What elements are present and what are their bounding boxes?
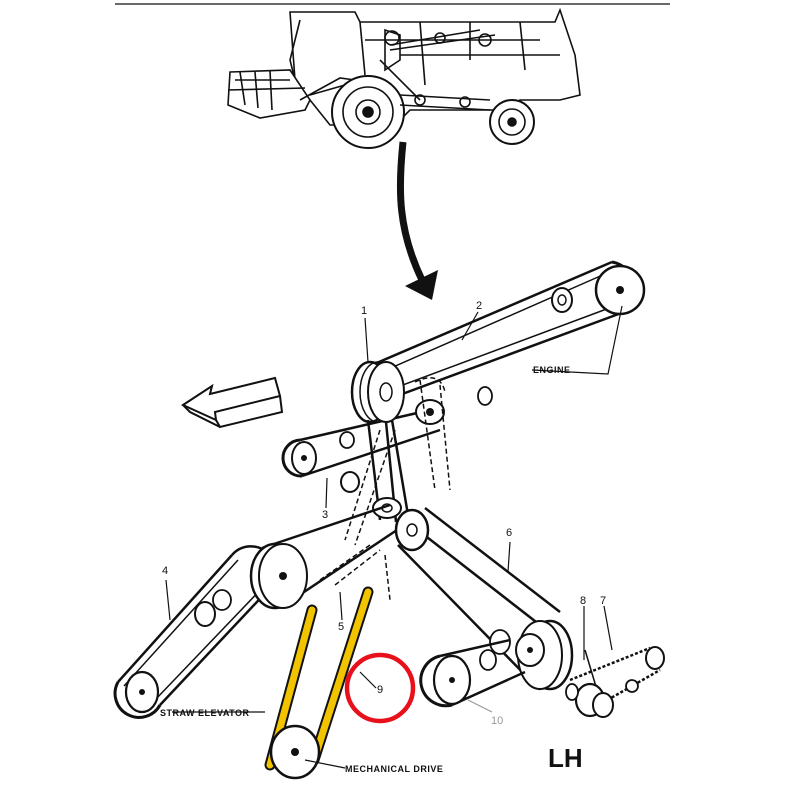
pulley-10 (432, 649, 497, 706)
combine-harvester-icon (115, 3, 670, 149)
engine-pulley (594, 264, 646, 316)
mechanical-drive-label: MECHANICAL DRIVE (345, 764, 443, 774)
straw-elevator-pulley (124, 589, 232, 714)
straw-elevator-label: STRAW ELEVATOR (160, 708, 250, 718)
direction-arrow-icon (180, 376, 284, 429)
curved-down-arrow-icon (396, 141, 438, 300)
label-6: 6 (506, 527, 512, 539)
label-1: 1 (361, 305, 367, 317)
large-pulley-5 (249, 542, 308, 610)
label-2: 2 (476, 300, 482, 312)
idler-pulley-top (551, 287, 573, 313)
pulley-6-top (394, 508, 430, 552)
belt-6 (397, 507, 561, 691)
engine-label: ENGINE (533, 365, 571, 375)
pulley-6-bottom (489, 619, 574, 691)
chain-7-8 (565, 646, 665, 718)
label-8: 8 (580, 595, 586, 607)
mechanical-drive-pulley (269, 724, 321, 780)
label-10: 10 (491, 715, 503, 727)
mid-pulley (372, 497, 402, 519)
label-4: 4 (162, 565, 168, 577)
highlight-circle-9 (344, 652, 416, 724)
label-5: 5 (338, 621, 344, 633)
label-3: 3 (322, 509, 328, 521)
central-pulley-1 (350, 360, 445, 425)
label-7: 7 (600, 595, 606, 607)
belt-2-engine (364, 260, 637, 402)
belt-10 (419, 638, 526, 708)
side-label: LH (548, 743, 583, 773)
pulley-3 (291, 386, 493, 493)
callout-lines (165, 305, 623, 769)
label-9: 9 (377, 684, 383, 696)
